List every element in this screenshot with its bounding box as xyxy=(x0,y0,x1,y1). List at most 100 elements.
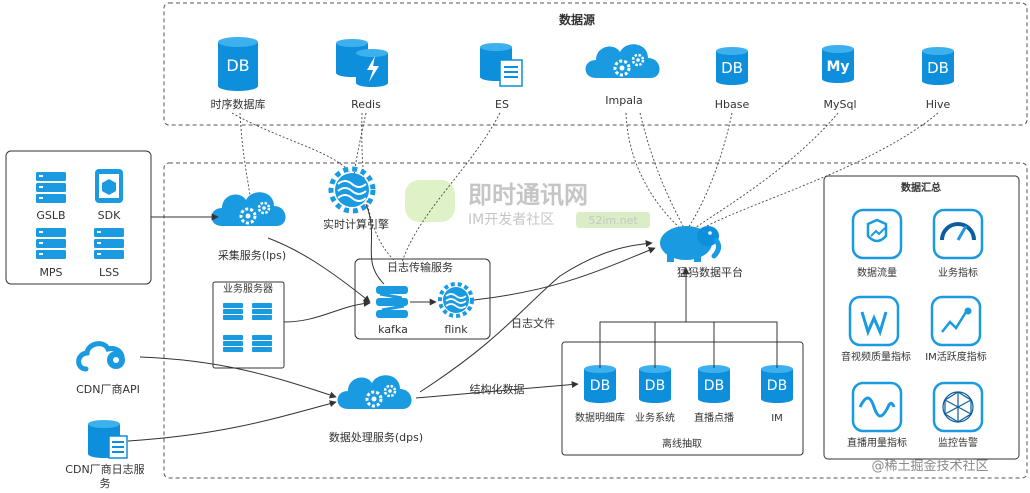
summary-label: 业务指标 xyxy=(938,266,978,279)
shield-chart-icon xyxy=(866,218,888,243)
client-label: SDK xyxy=(98,209,121,222)
offline-db-4: DB IM xyxy=(761,365,793,424)
client-mps: MPS xyxy=(36,228,66,279)
datasource-label: 时序数据库 xyxy=(211,97,266,111)
business-server-icons xyxy=(223,303,272,352)
summary-item-im-activity: IM活跃度指标 xyxy=(925,295,987,363)
server-icon xyxy=(36,172,66,203)
client-label: MPS xyxy=(39,266,62,279)
datasource-title: 数据源 xyxy=(559,12,595,27)
db-glyph: My xyxy=(826,59,849,75)
db-glyph: DB xyxy=(590,378,610,394)
collect-service: 采集服务(lps) xyxy=(210,190,288,262)
db-glyph: DB xyxy=(704,378,724,394)
summary-box xyxy=(823,175,1020,460)
summary-item-live-usage: 直播用量指标 xyxy=(847,381,907,449)
watermark-url-badge xyxy=(576,212,650,228)
client-label: GSLB xyxy=(36,209,65,222)
db-glyph: DB xyxy=(767,378,787,394)
datasource-hbase: DB Hbase xyxy=(715,47,750,111)
cdn-log-label-line2: 务 xyxy=(100,477,111,490)
summary-label: 数据流量 xyxy=(857,266,897,279)
server-icon xyxy=(36,228,66,259)
business-server-box xyxy=(212,281,285,369)
footer-credit: @稀土掘金技术社区 xyxy=(871,458,988,474)
wave-gear-icon xyxy=(438,282,474,318)
offline-title: 离线抽取 xyxy=(662,437,702,450)
client-sdk: SDK xyxy=(95,169,123,222)
watermark: 即时通讯网 IM开发者社区 52im.net xyxy=(405,180,650,228)
summary-label: 音视频质量指标 xyxy=(841,350,911,363)
server-icon xyxy=(252,303,272,320)
flink-label: flink xyxy=(444,323,468,336)
offline-label: IM xyxy=(771,413,783,424)
realtime-engine-label: 实时计算引擎 xyxy=(323,217,389,231)
log-transport-box xyxy=(354,258,491,340)
elephant-icon xyxy=(660,226,722,262)
cdn-api-label: CDN厂商API xyxy=(76,382,140,396)
datasource-label: Hive xyxy=(926,98,951,111)
offline-db-1: DB 数据明细库 xyxy=(575,365,625,424)
server-icon xyxy=(223,335,243,352)
document-db-icon xyxy=(88,420,128,459)
network-globe-icon xyxy=(942,391,974,423)
kafka-icon xyxy=(376,286,408,318)
collect-service-label: 采集服务(lps) xyxy=(218,248,286,262)
datasource-label: ES xyxy=(495,98,509,111)
cdn-log-service: CDN厂商日志服 务 xyxy=(65,420,145,490)
document-db-icon xyxy=(480,43,523,87)
log-transport-title: 日志传输服务 xyxy=(387,260,453,274)
watermark-sub: IM开发者社区 xyxy=(468,212,554,228)
summary-item-av-quality: 音视频质量指标 xyxy=(841,295,911,363)
offline-db-3: DB 直播点播 xyxy=(694,365,734,424)
offline-extract-box xyxy=(561,341,804,456)
redis-icon xyxy=(336,39,388,87)
dps-service: 数据处理服务(dps) xyxy=(329,373,423,444)
datasource-label: MySql xyxy=(823,98,856,111)
offline-label: 业务系统 xyxy=(635,411,675,424)
summary-item-business: 业务指标 xyxy=(932,208,984,279)
datasource-impala: Impala xyxy=(584,42,662,107)
summary-item-traffic: 数据流量 xyxy=(851,208,903,279)
w-chart-icon xyxy=(860,311,888,337)
mammoth-platform: 猛犸数据平台 xyxy=(660,226,743,279)
wave-icon xyxy=(858,396,896,418)
summary-label: 监控告警 xyxy=(938,436,978,449)
dps-label: 数据处理服务(dps) xyxy=(329,430,423,444)
datasource-label: Redis xyxy=(351,98,381,111)
summary-title: 数据汇总 xyxy=(901,181,941,194)
datasource-label: Hbase xyxy=(715,98,750,111)
server-icon xyxy=(223,303,243,320)
kafka-label: kafka xyxy=(378,323,408,336)
gauge-icon xyxy=(940,222,976,241)
trend-icon xyxy=(941,311,968,333)
mammoth-label: 猛犸数据平台 xyxy=(677,265,743,279)
offline-label: 数据明细库 xyxy=(575,411,625,424)
db-glyph: DB xyxy=(645,378,665,394)
datasource-es: ES xyxy=(480,43,523,111)
cloud-api-icon xyxy=(76,341,125,372)
datasource-timeseries: DB 时序数据库 xyxy=(211,37,266,111)
business-servers-label: 业务服务器 xyxy=(223,282,273,295)
platform-frame xyxy=(163,162,1028,479)
structured-data-label: 结构化数据 xyxy=(470,382,525,396)
log-file-label: 日志文件 xyxy=(511,316,555,330)
summary-label: 直播用量指标 xyxy=(847,436,907,449)
offline-db-2: DB 业务系统 xyxy=(635,365,675,424)
flink-node: flink xyxy=(438,282,474,336)
tablet-icon xyxy=(95,169,123,203)
cdn-log-label-line1: CDN厂商日志服 xyxy=(65,462,144,476)
db-glyph: DB xyxy=(721,59,743,77)
db-glyph: DB xyxy=(226,56,249,75)
realtime-engine: 实时计算引擎 xyxy=(323,166,389,231)
server-icon xyxy=(94,228,124,259)
client-lss: LSS xyxy=(94,228,124,279)
cloud-gear-icon xyxy=(210,190,288,228)
watermark-url: 52im.net xyxy=(588,214,638,227)
summary-label: IM活跃度指标 xyxy=(925,350,987,363)
dotted-connectors xyxy=(231,112,939,263)
datasource-hive: DB Hive xyxy=(922,47,954,111)
client-box xyxy=(5,150,152,285)
datasource-mysql: My MySql xyxy=(822,45,857,111)
